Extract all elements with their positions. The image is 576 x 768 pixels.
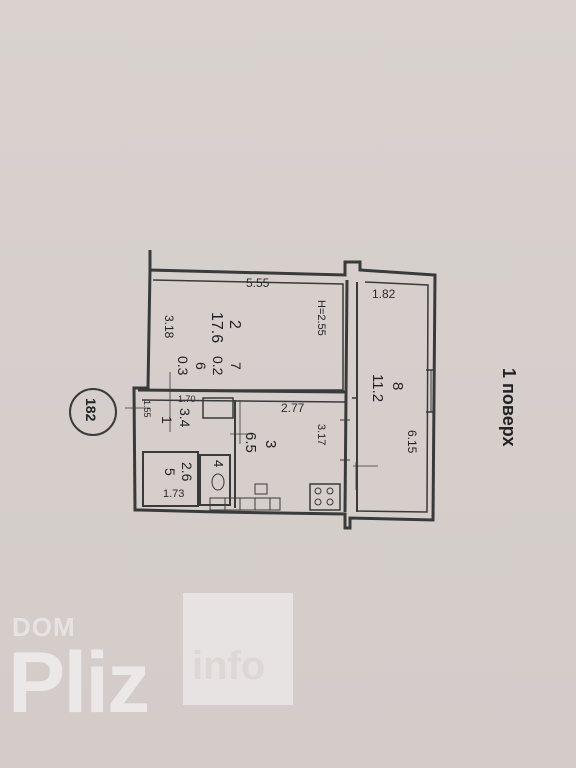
dim-2-77: 2.77 bbox=[281, 401, 305, 415]
room-7-number: 7 bbox=[228, 362, 244, 370]
dim-1-73: 1.73 bbox=[163, 488, 184, 500]
dim-5-55: 5.55 bbox=[246, 276, 270, 290]
dim-3-18: 3.18 bbox=[162, 315, 176, 339]
room-3-area: 6.5 bbox=[242, 432, 259, 453]
walls bbox=[69, 250, 437, 530]
room-8-number: 8 bbox=[389, 382, 406, 390]
watermark-pliz: Pliz bbox=[8, 635, 150, 731]
room-5-area: 2.6 bbox=[179, 462, 195, 482]
room-4-number: 4 bbox=[211, 460, 226, 467]
dim-1-70: 1.70 bbox=[178, 394, 196, 404]
dim-1-82: 1.82 bbox=[372, 287, 396, 301]
room-6-area: 0.3 bbox=[175, 356, 191, 376]
plan-labels: 5.55 1.82 2.77 1.70 1.73 3.18 Н=2.55 6.1… bbox=[83, 276, 519, 500]
room-3-number: 3 bbox=[262, 440, 279, 448]
ceiling-height: Н=2.55 bbox=[315, 300, 327, 336]
dim-1-55: 1.55 bbox=[142, 400, 152, 418]
room-1-area: 3.4 bbox=[177, 408, 193, 428]
watermark-box bbox=[183, 593, 293, 705]
room-2-area: 17.6 bbox=[208, 312, 225, 343]
room-2-number: 2 bbox=[226, 320, 243, 329]
floor-label: 1 поверх bbox=[499, 368, 519, 447]
watermark-dom: DOM bbox=[12, 612, 76, 642]
dim-6-15: 6.15 bbox=[405, 430, 419, 454]
watermark-info: info bbox=[192, 644, 266, 688]
dim-3-17: 3.17 bbox=[315, 424, 327, 445]
room-6-number: 6 bbox=[193, 362, 209, 370]
room-5-number: 5 bbox=[162, 468, 178, 476]
plan-number: 182 bbox=[83, 398, 99, 422]
room-1-number: 1 bbox=[159, 416, 175, 424]
room-8-area: 11.2 bbox=[369, 374, 386, 402]
room-7-area: 0.2 bbox=[210, 356, 226, 376]
